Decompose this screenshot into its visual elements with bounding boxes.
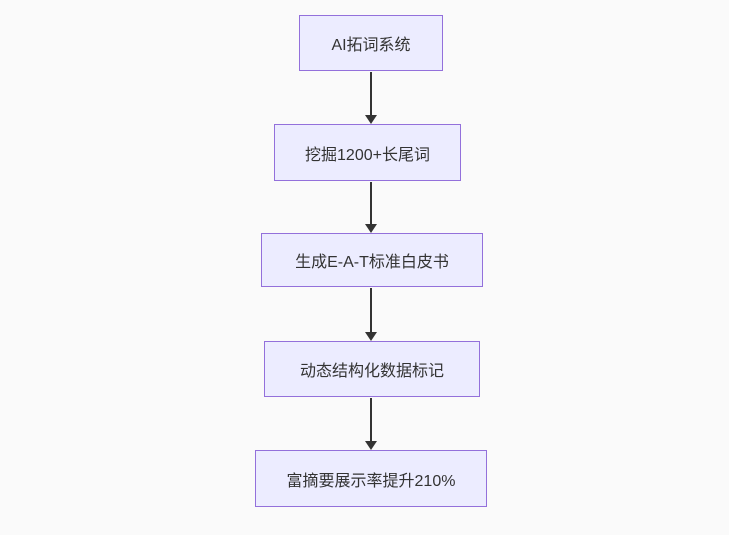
flow-edge-arrow-1 (365, 72, 377, 124)
arrow-head-icon (365, 441, 377, 450)
node-label: 生成E-A-T标准白皮书 (295, 254, 449, 271)
node-ai-word-expansion-system: AI拓词系统 (299, 15, 443, 71)
flow-edge-arrow-3 (365, 288, 377, 341)
arrow-head-icon (365, 224, 377, 233)
node-label: 富摘要展示率提升210% (286, 472, 456, 490)
node-dynamic-structured-data-markup: 动态结构化数据标记 (264, 341, 480, 397)
arrow-line (370, 398, 372, 442)
arrow-line (370, 288, 372, 333)
node-longtail-keyword-mining: 挖掘1200+长尾词 (274, 124, 461, 181)
flow-edge-arrow-4 (365, 398, 377, 450)
node-label: AI拓词系统 (331, 37, 411, 54)
arrow-line (370, 182, 372, 225)
arrow-head-icon (365, 332, 377, 341)
node-label: 挖掘1200+长尾词 (305, 146, 430, 164)
flow-edge-arrow-2 (365, 182, 377, 233)
arrow-head-icon (365, 115, 377, 124)
node-label: 动态结构化数据标记 (299, 363, 444, 380)
node-eat-standard-whitepaper: 生成E-A-T标准白皮书 (261, 233, 483, 287)
arrow-line (370, 72, 372, 116)
node-rich-snippet-rate-result: 富摘要展示率提升210% (255, 450, 487, 507)
